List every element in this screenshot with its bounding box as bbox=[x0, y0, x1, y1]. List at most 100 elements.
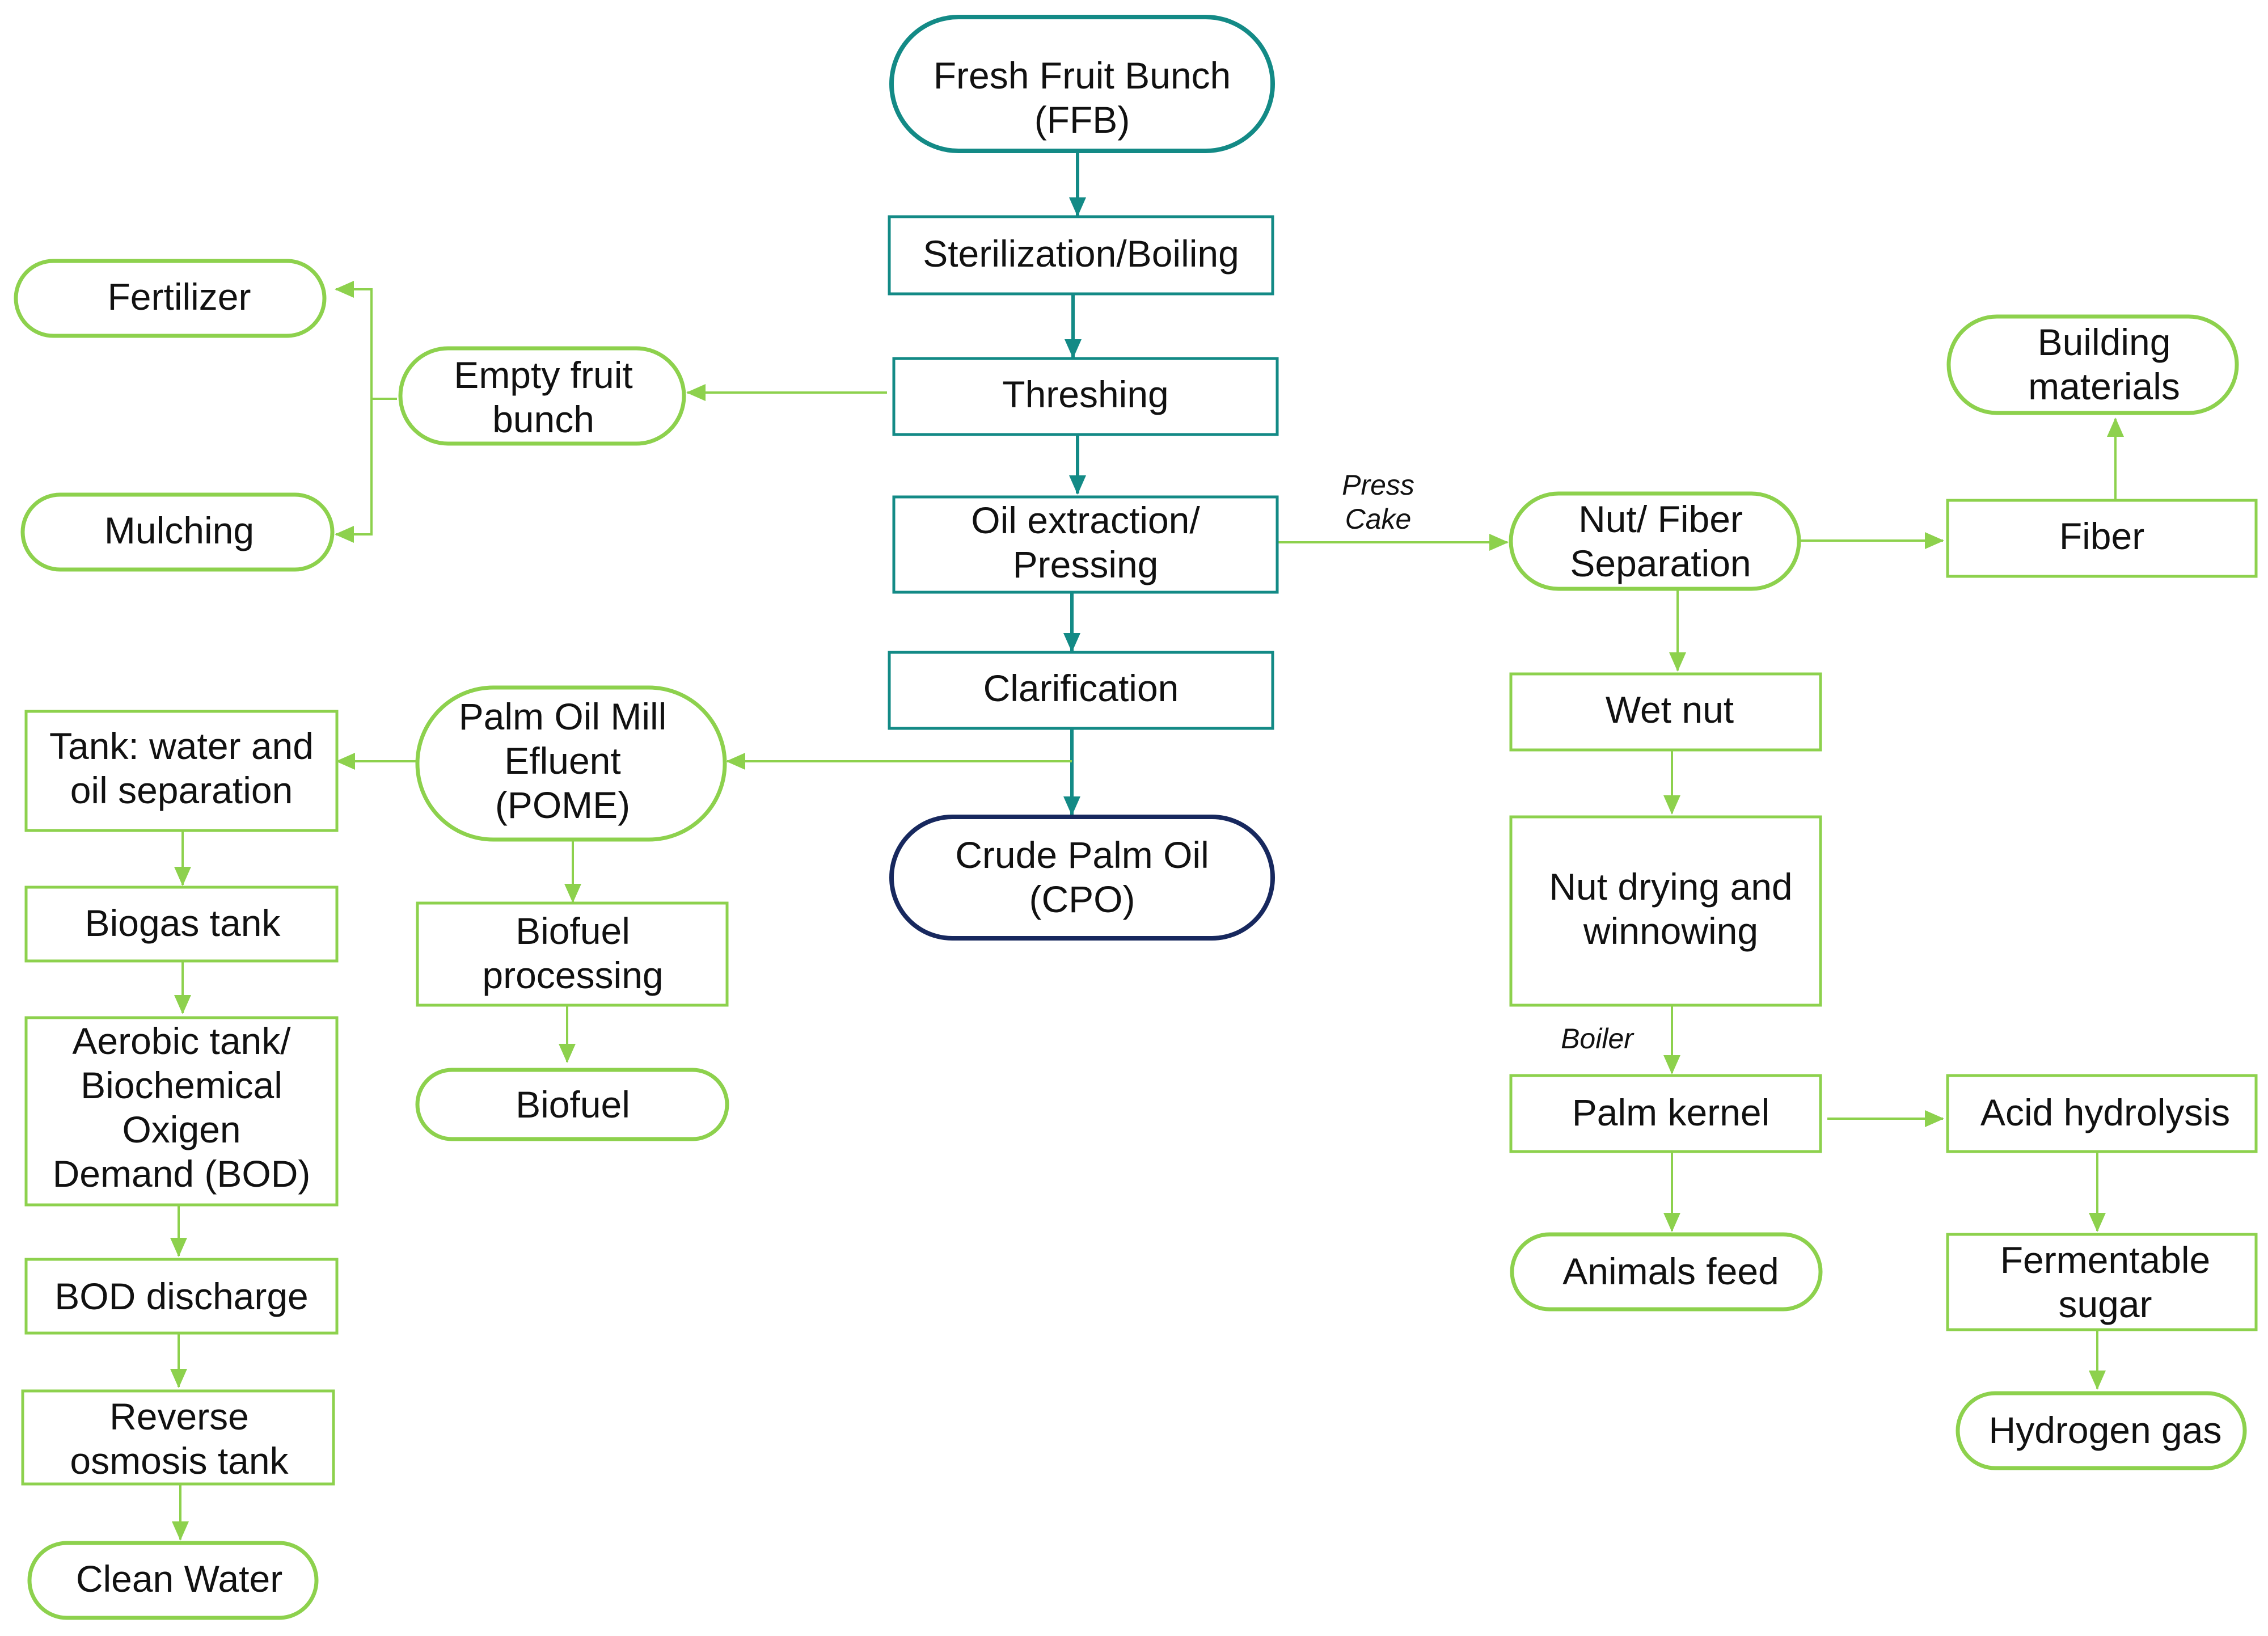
node-oil-extraction-shape bbox=[892, 495, 1279, 594]
node-animals-feed-shape bbox=[1510, 1232, 1823, 1312]
node-sterilization-line-1: Sterilization/Boiling bbox=[923, 233, 1239, 275]
node-mulching-label: Mulching bbox=[104, 509, 254, 551]
node-fertilizer-line-1: Fertilizer bbox=[107, 276, 251, 318]
node-oil-extraction-label: Oil extraction/Pressing bbox=[971, 499, 1200, 585]
node-bod-discharge-shape bbox=[24, 1258, 339, 1335]
node-shapes bbox=[14, 15, 2258, 1620]
node-ffb-line-2: (FFB) bbox=[1034, 99, 1130, 141]
node-palm-kernel-line-1: Palm kernel bbox=[1572, 1091, 1769, 1133]
node-aerobic-tank-line-2: Biochemical bbox=[81, 1064, 282, 1106]
node-ffb-shape bbox=[889, 15, 1275, 153]
node-pome-line-1: Palm Oil Mill bbox=[459, 695, 667, 737]
node-pome-line-3: (POME) bbox=[495, 784, 630, 826]
node-threshing-shape bbox=[892, 357, 1279, 436]
node-biofuel-line-1: Biofuel bbox=[516, 1083, 630, 1125]
node-biofuel-shape bbox=[415, 1068, 729, 1141]
node-oil-extraction-line-2: Pressing bbox=[1013, 543, 1159, 585]
edge-label-boiler-line-1: Boiler bbox=[1561, 1023, 1635, 1055]
node-sterilization-shape bbox=[888, 215, 1274, 296]
node-nut-drying-line-1: Nut drying and bbox=[1549, 866, 1792, 908]
node-wet-nut-line-1: Wet nut bbox=[1606, 689, 1734, 731]
node-nut-drying-line-2: winnowing bbox=[1583, 910, 1758, 952]
node-oil-extraction-line-1: Oil extraction/ bbox=[971, 499, 1200, 541]
node-nut-fiber-line-1: Nut/ Fiber bbox=[1578, 498, 1743, 540]
node-bod-discharge-label: BOD discharge bbox=[54, 1275, 309, 1317]
node-palm-kernel-shape bbox=[1509, 1074, 1822, 1153]
node-biogas-tank-shape bbox=[24, 886, 339, 963]
node-reverse-osmosis-shape bbox=[21, 1389, 335, 1486]
node-aerobic-tank-shape bbox=[24, 1016, 339, 1207]
node-pome-line-2: Efluent bbox=[504, 740, 620, 782]
node-reverse-osmosis-line-2: osmosis tank bbox=[70, 1440, 289, 1482]
node-clarification-line-1: Clarification bbox=[983, 667, 1179, 709]
node-biogas-tank-line-1: Biogas tank bbox=[85, 902, 281, 944]
node-ffb-line-1: Fresh Fruit Bunch bbox=[934, 54, 1231, 96]
node-efb-shape bbox=[398, 346, 686, 446]
node-fertilizer-label: Fertilizer bbox=[107, 276, 251, 318]
node-animals-feed-label: Animals feed bbox=[1562, 1250, 1779, 1292]
node-hydrogen-gas-line-1: Hydrogen gas bbox=[1989, 1409, 2222, 1451]
node-fermentable-sugar-shape bbox=[1946, 1233, 2258, 1331]
node-acid-hydrolysis-label: Acid hydrolysis bbox=[1980, 1091, 2230, 1133]
node-cpo-shape bbox=[889, 815, 1275, 941]
node-tank-water-oil-shape bbox=[24, 710, 339, 832]
node-pome-shape bbox=[415, 685, 727, 842]
node-fiber-label: Fiber bbox=[2059, 515, 2144, 557]
node-clean-water-label: Clean Water bbox=[76, 1558, 282, 1600]
node-cpo-label: Crude Palm Oil(CPO) bbox=[955, 834, 1209, 920]
edge-efb-to-mulching bbox=[335, 399, 373, 543]
node-biofuel-processing-line-2: processing bbox=[482, 954, 663, 996]
node-fermentable-sugar-line-2: sugar bbox=[2058, 1283, 2152, 1325]
node-nut-drying-shape bbox=[1509, 815, 1822, 1007]
node-clean-water-line-1: Clean Water bbox=[76, 1558, 282, 1600]
node-cpo-line-1: Crude Palm Oil bbox=[955, 834, 1209, 876]
node-ffb-label: Fresh Fruit Bunch(FFB) bbox=[934, 54, 1231, 141]
node-mulching-line-1: Mulching bbox=[104, 509, 254, 551]
node-biogas-tank-label: Biogas tank bbox=[85, 902, 281, 944]
node-cpo-line-2: (CPO) bbox=[1029, 878, 1135, 920]
node-efb-line-1: Empty fruit bbox=[454, 354, 632, 396]
node-tank-water-oil-line-2: oil separation bbox=[70, 769, 293, 811]
node-wet-nut-shape bbox=[1509, 672, 1822, 752]
node-biofuel-processing-line-1: Biofuel bbox=[516, 910, 630, 952]
edge-label-press-cake-line-1: Press bbox=[1342, 469, 1414, 501]
node-aerobic-tank-line-3: Oxigen bbox=[122, 1108, 240, 1150]
node-labels: Fresh Fruit Bunch(FFB) Sterilization/Boi… bbox=[49, 54, 2230, 1600]
node-hydrogen-gas-shape bbox=[1956, 1391, 2247, 1470]
node-fertilizer-shape bbox=[14, 259, 327, 338]
node-nut-fiber-line-2: Separation bbox=[1570, 542, 1751, 584]
node-sterilization-label: Sterilization/Boiling bbox=[923, 233, 1239, 275]
node-building-materials-line-2: materials bbox=[2028, 365, 2180, 407]
node-palm-kernel-label: Palm kernel bbox=[1572, 1091, 1769, 1133]
node-building-materials-line-1: Building bbox=[2038, 321, 2171, 363]
edges bbox=[170, 151, 2124, 1541]
node-biofuel-processing-shape bbox=[416, 901, 729, 1007]
node-animals-feed-line-1: Animals feed bbox=[1562, 1250, 1779, 1292]
node-efb-line-2: bunch bbox=[492, 398, 594, 440]
node-tank-water-oil-line-1: Tank: water and bbox=[49, 725, 314, 767]
edge-label-press-cake-line-2: Cake bbox=[1345, 503, 1412, 535]
node-threshing-label: Threshing bbox=[1002, 373, 1169, 415]
node-fiber-line-1: Fiber bbox=[2059, 515, 2144, 557]
node-fiber-shape bbox=[1946, 499, 2258, 578]
node-hydrogen-gas-label: Hydrogen gas bbox=[1989, 1409, 2222, 1451]
edge-label-boiler: Boiler bbox=[1561, 1023, 1635, 1055]
node-building-materials-shape bbox=[1946, 314, 2239, 415]
node-clean-water-shape bbox=[27, 1541, 319, 1620]
node-wet-nut-label: Wet nut bbox=[1606, 689, 1734, 731]
node-aerobic-tank-line-1: Aerobic tank/ bbox=[72, 1020, 291, 1062]
node-nut-fiber-shape bbox=[1509, 491, 1801, 591]
node-acid-hydrolysis-shape bbox=[1946, 1074, 2258, 1153]
node-clarification-shape bbox=[888, 651, 1274, 730]
